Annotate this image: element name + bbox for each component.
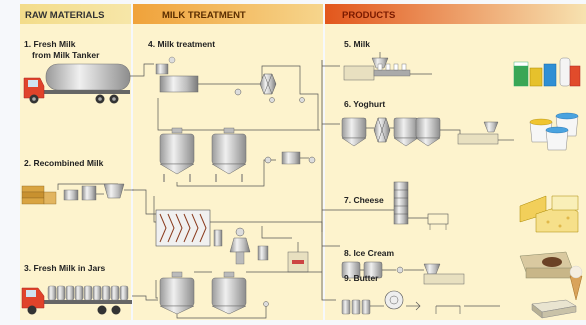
storage-tank-icon <box>159 127 195 182</box>
milk-filling-line <box>343 52 432 81</box>
product-branch-pipes <box>322 65 340 247</box>
milk-cartons-icon <box>513 57 581 87</box>
reception-tank-icon <box>159 75 199 93</box>
butter-line <box>341 290 500 315</box>
product-butter-label: 9. Butter <box>344 273 379 283</box>
cheese-line <box>340 181 449 230</box>
raw-item-1-label-line2: from Milk Tanker <box>32 50 100 60</box>
raw-item-2-label: 2. Recombined Milk <box>24 158 104 168</box>
milk-tanker-truck-icon <box>23 63 131 104</box>
raw-item-3-label: 3. Fresh Milk in Jars <box>24 263 106 273</box>
treatment-item-4-label: 4. Milk treatment <box>148 39 215 49</box>
product-ice-cream-label: 8. Ice Cream <box>344 248 395 258</box>
cheese-icon <box>519 195 579 233</box>
product-cheese-label: 7. Cheese <box>344 195 384 205</box>
distribution-pipe <box>321 60 336 301</box>
yoghurt-cups-icon <box>529 112 579 151</box>
storage-tank-icon <box>211 127 247 182</box>
ice-cream-icon <box>519 251 583 301</box>
raw-to-treatment-pipes <box>130 63 158 301</box>
milk-treatment-equipment <box>153 56 323 319</box>
raw-materials-header-bg <box>20 4 131 24</box>
product-milk-label: 5. Milk <box>344 39 370 49</box>
products-header-bg <box>325 4 586 24</box>
storage-tank-icon <box>211 271 247 315</box>
raw-materials-header: RAW MATERIALS <box>25 10 105 21</box>
yoghurt-line <box>341 117 514 147</box>
separator-icon <box>229 227 251 265</box>
jar-truck-icon <box>21 285 132 315</box>
ice-cream-line <box>341 261 465 285</box>
storage-tank-icon <box>159 271 195 315</box>
milk-treatment-header: MILK TREATMENT <box>162 10 246 21</box>
products-header: PRODUCTS <box>342 10 395 21</box>
recombined-milk-equipment-icon <box>21 183 134 205</box>
heat-exchanger-icon <box>155 209 211 247</box>
butter-churn-icon <box>384 290 404 310</box>
milk-treatment-header-bg <box>133 4 323 24</box>
butter-pack-icon <box>531 299 577 319</box>
product-yoghurt-label: 6. Yoghurt <box>344 99 385 109</box>
raw-item-1-label: 1. Fresh Milk <box>24 39 76 49</box>
